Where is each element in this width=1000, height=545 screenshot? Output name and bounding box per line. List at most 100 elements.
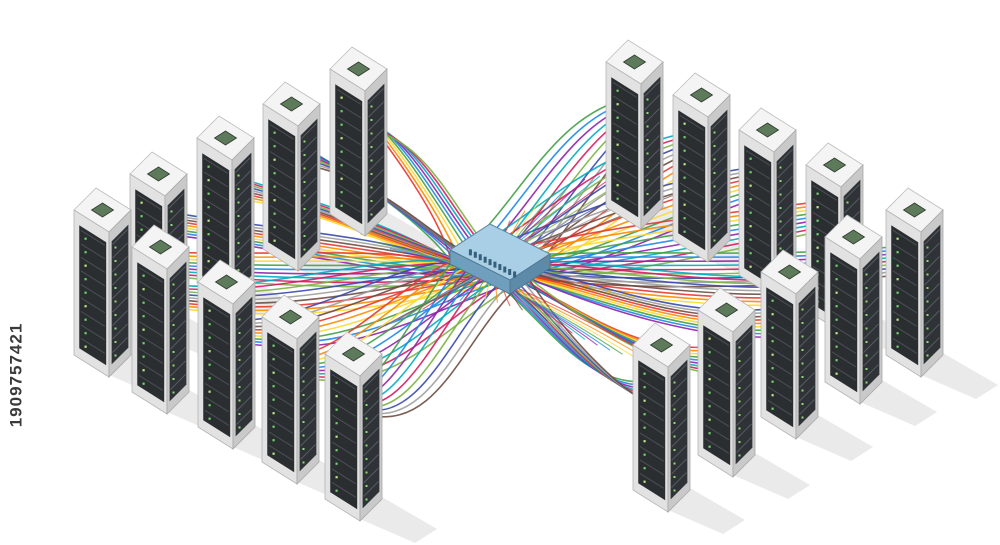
server-unit: [767, 399, 793, 416]
server-unit: [203, 225, 229, 242]
status-led: [370, 146, 373, 148]
server-unit: [300, 430, 316, 447]
status-led: [713, 172, 716, 174]
server-rack: [697, 287, 756, 478]
status-led: [340, 150, 343, 153]
server-unit: [612, 108, 638, 125]
server-unit: [204, 382, 230, 399]
status-led: [142, 328, 145, 331]
status-led: [926, 314, 929, 316]
server-unit: [745, 190, 771, 207]
server-unit: [236, 395, 252, 412]
status-led: [208, 377, 211, 380]
status-led: [302, 380, 305, 383]
status-led: [738, 346, 741, 349]
server-unit: [799, 358, 815, 375]
server-unit: [644, 94, 660, 111]
server-unit: [301, 190, 317, 207]
status-led: [237, 188, 240, 190]
rack-side-panel: [362, 368, 380, 509]
server-unit: [644, 135, 660, 151]
rack-side-panel: [710, 109, 728, 250]
status-led: [683, 122, 686, 125]
server-unit: [301, 204, 317, 220]
status-led: [172, 297, 175, 299]
server-unit: [704, 437, 730, 454]
status-led: [172, 378, 175, 380]
server-rack: [760, 249, 819, 440]
server-unit: [831, 324, 857, 341]
status-led: [207, 165, 210, 168]
server-unit: [863, 337, 879, 353]
server-unit: [336, 183, 362, 200]
server-unit: [300, 444, 316, 460]
status-led: [302, 461, 305, 464]
status-led: [302, 421, 305, 423]
server-unit: [268, 431, 294, 448]
status-led: [207, 192, 210, 195]
status-led: [272, 358, 275, 361]
server-unit: [269, 191, 295, 208]
server-unit: [170, 279, 186, 296]
server-unit: [639, 391, 665, 408]
server-unit: [892, 337, 918, 354]
server-unit: [168, 206, 184, 223]
status-led: [370, 200, 373, 202]
rack-side-panel: [862, 251, 880, 392]
server-unit: [612, 95, 638, 112]
rack-front-panel: [638, 360, 666, 501]
status-led: [207, 206, 210, 209]
status-led: [303, 208, 306, 210]
server-unit: [300, 417, 316, 433]
server-unit: [368, 182, 384, 199]
status-led: [816, 260, 819, 263]
server-rack: [672, 72, 731, 263]
rack-shadow: [668, 488, 745, 534]
server-unit: [269, 164, 295, 181]
server-unit: [612, 135, 638, 152]
status-led: [208, 404, 211, 407]
server-unit: [235, 211, 251, 227]
status-led: [738, 454, 741, 457]
server-unit: [170, 360, 186, 377]
status-led: [779, 193, 782, 196]
server-unit: [831, 283, 857, 300]
status-led: [208, 350, 211, 353]
server-unit: [679, 195, 705, 212]
server-unit: [711, 222, 727, 238]
server-unit: [892, 229, 918, 246]
server-rack: [262, 81, 321, 272]
status-led: [749, 211, 752, 214]
rack-side-panel: [643, 76, 661, 217]
status-led: [865, 381, 868, 384]
status-led: [365, 404, 368, 406]
server-unit: [138, 266, 164, 283]
server-unit: [368, 101, 384, 118]
server-unit: [368, 142, 384, 158]
status-led: [303, 221, 306, 224]
server-unit: [301, 123, 317, 139]
server-unit: [745, 230, 771, 247]
status-led: [370, 119, 373, 121]
status-led: [896, 332, 899, 335]
switch-port: [468, 249, 472, 256]
network-cable: [157, 259, 453, 288]
status-led: [749, 171, 752, 174]
server-unit: [363, 440, 379, 457]
network-cable: [363, 274, 520, 415]
server-unit: [924, 323, 940, 340]
switch-port: [508, 268, 512, 275]
rack-front-panel: [267, 332, 295, 473]
rack-top-vent: [146, 166, 171, 182]
server-unit: [831, 310, 857, 327]
status-led: [335, 435, 338, 438]
rack-top-vent: [213, 130, 238, 146]
status-led: [673, 422, 676, 424]
rack-side-panel: [169, 261, 187, 402]
server-unit: [204, 355, 230, 372]
status-led: [238, 359, 241, 361]
status-led: [749, 238, 752, 241]
server-unit: [301, 150, 317, 166]
server-unit: [268, 336, 294, 353]
server-unit: [679, 141, 705, 158]
